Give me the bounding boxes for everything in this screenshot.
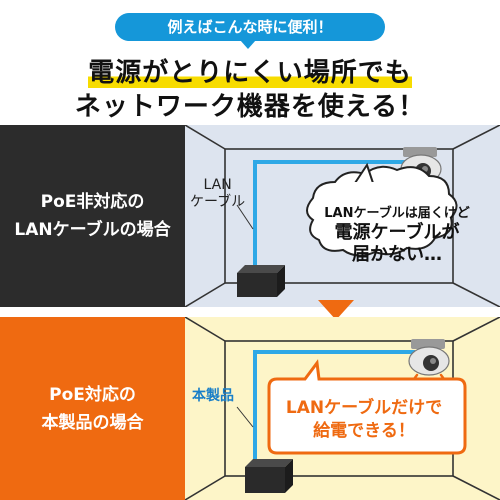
- headline-line-2: ネットワーク機器を使える！: [74, 92, 426, 122]
- poe-label-line1: PoE対応の: [49, 384, 136, 405]
- network-device-icon: [237, 265, 285, 297]
- poe-bubble-text: LANケーブルだけで 給電できる！: [285, 398, 443, 441]
- tagline-pill: 例えばこんな時に便利！: [115, 13, 385, 49]
- bubble-line-1: LANケーブルは届くけど: [324, 206, 470, 221]
- poe-room-illustration: [185, 317, 500, 500]
- bubble-lines-2-3: 電源ケーブルが 届かない…: [334, 222, 460, 265]
- non-poe-room-illustration: [185, 125, 500, 307]
- non-poe-label-line1: PoE非対応の: [40, 192, 145, 212]
- headline-line-1: 電源がとりにくい場所でも: [88, 58, 412, 88]
- lan-cable-label: LAN ケーブル: [190, 177, 246, 210]
- tagline-text: 例えばこんな時に便利！: [167, 18, 333, 36]
- poe-label-panel: PoE対応の 本製品の場合: [0, 317, 185, 500]
- down-arrow-icon: [318, 300, 354, 320]
- non-poe-label-line2: LANケーブルの場合: [14, 220, 171, 240]
- network-device-icon: [245, 459, 293, 493]
- product-label: 本製品: [192, 388, 234, 404]
- poe-label-line2: 本製品の場合: [41, 412, 144, 433]
- non-poe-label-panel: PoE非対応の LANケーブルの場合: [0, 125, 185, 307]
- camera-icon: [408, 339, 450, 376]
